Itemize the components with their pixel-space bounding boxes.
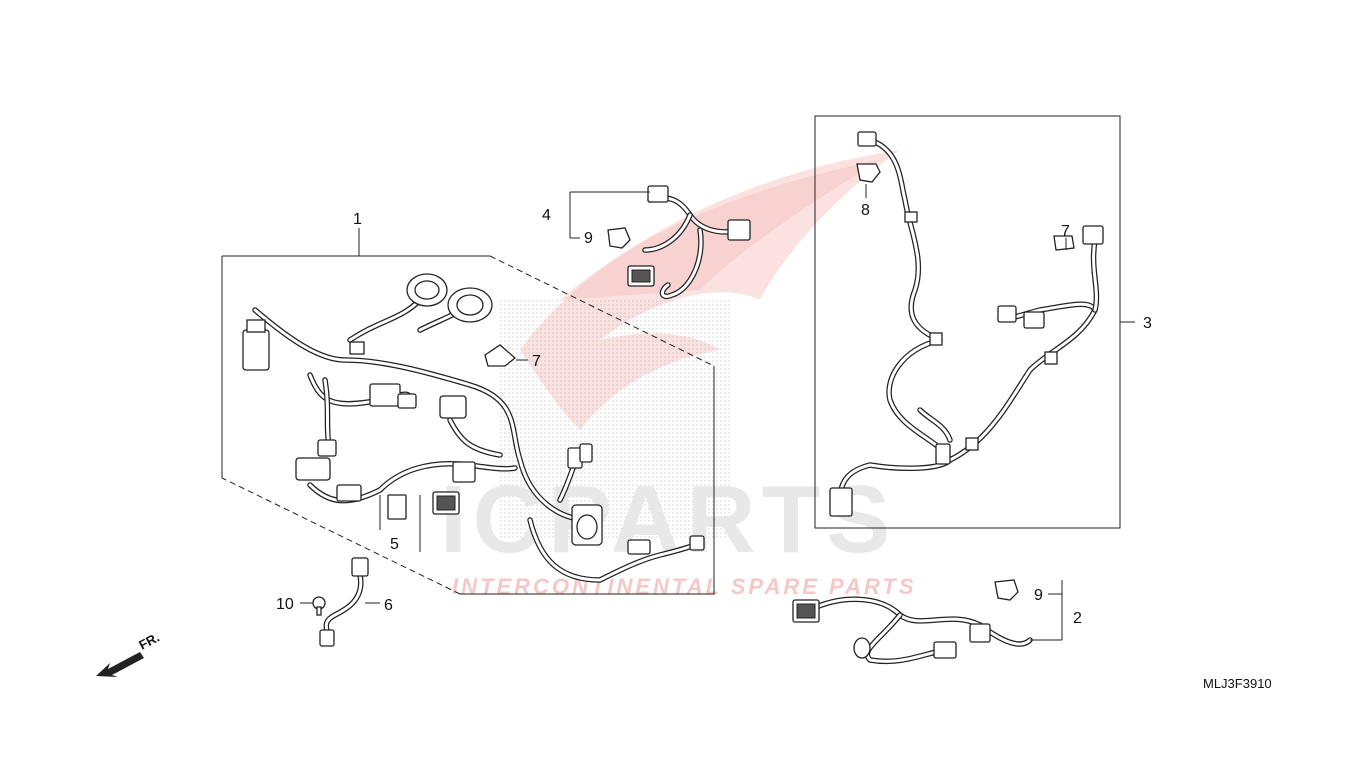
- clip-8-icon: [856, 163, 881, 183]
- bolt-10-icon: [312, 596, 326, 616]
- callout-7-right: 7: [1061, 223, 1070, 240]
- callout-6: 6: [384, 597, 393, 614]
- callout-1: 1: [353, 211, 362, 228]
- callout-4: 4: [542, 207, 551, 224]
- harness-1-outline: [221, 255, 715, 595]
- main-wire-harness[interactable]: [242, 273, 705, 583]
- callout-3: 3: [1143, 315, 1152, 332]
- leader-lines: [300, 184, 1135, 641]
- callout-9-bottom: 9: [1034, 587, 1043, 604]
- watermark-brand: ICPARTS: [440, 466, 896, 573]
- clip-7-left-icon: [484, 344, 517, 367]
- clip-9-bottom-icon: [994, 579, 1019, 601]
- watermark-tagline: INTERCONTINENTAL SPARE PARTS: [452, 574, 917, 599]
- callout-8: 8: [861, 202, 870, 219]
- clip-9-top-icon: [607, 227, 631, 249]
- part-6-sensor[interactable]: [319, 557, 369, 647]
- callout-9-top: 9: [584, 230, 593, 247]
- callout-2: 2: [1073, 610, 1082, 627]
- sub-harness-2[interactable]: [792, 596, 1033, 665]
- front-direction-arrow: FR.: [96, 630, 162, 677]
- diagram-code: MLJ3F3910: [1203, 676, 1272, 691]
- clip-7-right-icon: [1053, 235, 1075, 251]
- sub-harness-3[interactable]: [829, 131, 1104, 517]
- watermark: ICPARTS INTERCONTINENTAL SPARE PARTS: [440, 150, 917, 599]
- callout-10: 10: [276, 596, 294, 613]
- part-5-icon: [387, 494, 407, 520]
- fr-label: FR.: [136, 630, 162, 653]
- sub-harness-4[interactable]: [627, 185, 751, 299]
- callout-5: 5: [390, 536, 399, 553]
- callout-7-left: 7: [532, 353, 541, 370]
